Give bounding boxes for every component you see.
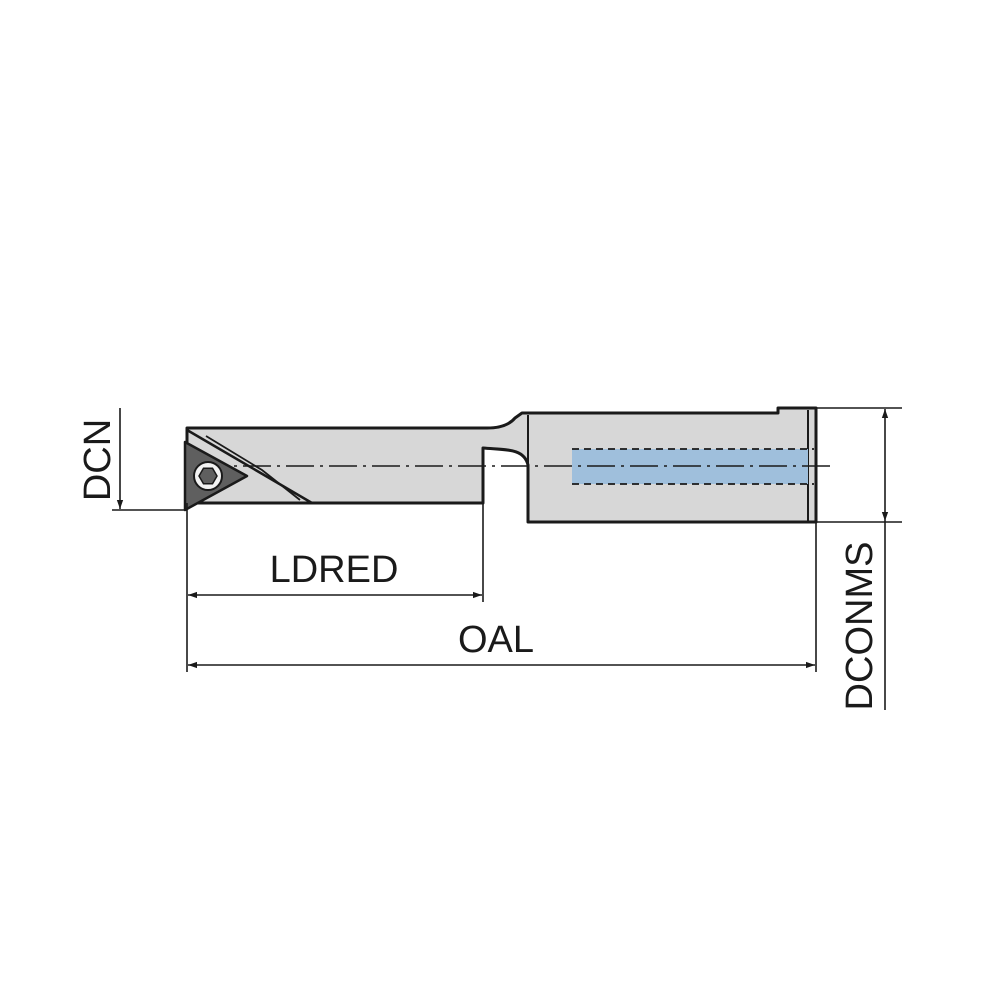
ldred-label: LDRED: [270, 549, 399, 591]
hex-socket-icon: [198, 467, 218, 485]
tool-body: [185, 406, 818, 524]
dconms-label: DCONMS: [839, 542, 881, 711]
flute-facet-inner: [205, 435, 301, 501]
dcn-label: DCN: [77, 419, 119, 501]
oal-label: OAL: [458, 619, 534, 661]
